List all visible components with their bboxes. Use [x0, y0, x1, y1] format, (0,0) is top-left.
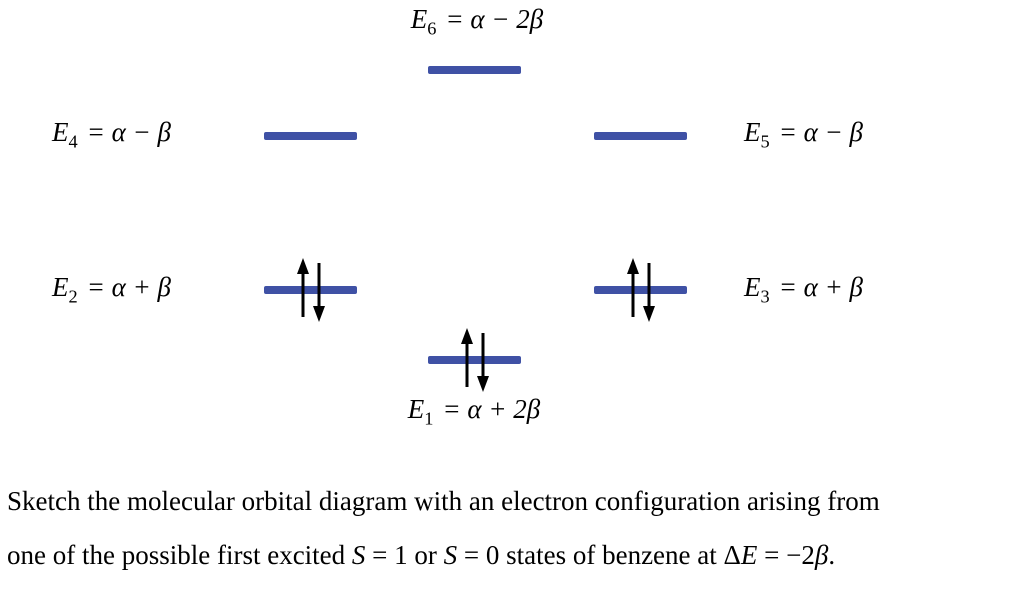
energy-level-bar-e4	[264, 132, 357, 140]
energy-symbol: E	[744, 272, 761, 302]
level-label-e1: E1 = α + 2β	[381, 394, 567, 429]
energy-expression: = α − β	[86, 117, 171, 147]
energy-expression: = α − β	[778, 117, 863, 147]
energy-expression: = α + 2β	[442, 394, 541, 424]
electron-pair-icon	[297, 258, 325, 322]
energy-level-bar-e3	[594, 286, 687, 294]
energy-level-bar-e6	[428, 66, 521, 74]
level-label-e4: E4 = α − β	[52, 117, 171, 152]
electron-pair-icon	[461, 328, 489, 392]
caption-line-2: one of the possible first excited S = 1 …	[7, 540, 836, 570]
energy-subscript: 5	[760, 131, 770, 152]
energy-symbol: E	[744, 117, 761, 147]
level-label-e2: E2 = α + β	[52, 272, 171, 307]
energy-symbol: E	[52, 272, 69, 302]
energy-expression: = α − 2β	[445, 4, 544, 34]
level-label-e5: E5 = α − β	[744, 117, 863, 152]
level-label-e6: E6 = α − 2β	[384, 4, 570, 39]
level-label-e3: E3 = α + β	[744, 272, 863, 307]
energy-level-bar-e2	[264, 286, 357, 294]
energy-subscript: 3	[760, 286, 770, 307]
energy-symbol: E	[52, 117, 69, 147]
energy-symbol: E	[410, 4, 428, 34]
caption-line-1: Sketch the molecular orbital diagram wit…	[7, 486, 880, 516]
energy-symbol: E	[407, 394, 425, 424]
energy-subscript: 2	[68, 286, 78, 307]
energy-expression: = α + β	[86, 272, 171, 302]
energy-subscript: 1	[424, 408, 434, 429]
energy-subscript: 4	[68, 131, 78, 152]
energy-subscript: 6	[427, 18, 437, 39]
electron-pair-icon	[627, 258, 655, 322]
energy-level-bar-e5	[594, 132, 687, 140]
energy-expression: = α + β	[778, 272, 863, 302]
energy-level-bar-e1	[428, 356, 521, 364]
